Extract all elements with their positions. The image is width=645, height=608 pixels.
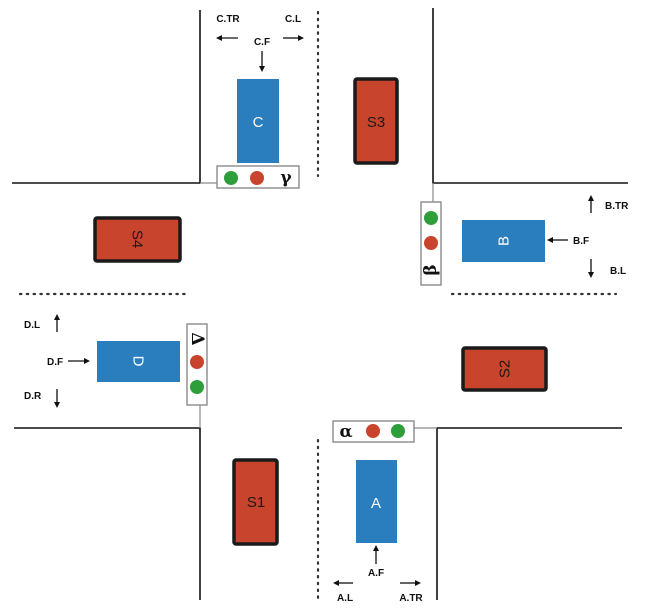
road-edge-bottom-right [436, 427, 622, 600]
lamp-red [366, 424, 380, 438]
vehicle-a-label: A [371, 495, 381, 512]
traffic-light-alpha-symbol: α [339, 422, 352, 442]
label-a-f: A.F [368, 568, 384, 579]
arrow-up-icon [54, 314, 60, 332]
sensor-s2-label: S2 [497, 360, 514, 378]
lamp-red [424, 236, 438, 250]
road-edge-top-left [12, 10, 201, 184]
label-d-l: D.L [24, 320, 40, 331]
lamp-green [424, 211, 438, 225]
vehicle-c: C [237, 79, 279, 163]
traffic-light-gamma: γ [200, 165, 300, 189]
vehicle-a: A [356, 460, 397, 543]
arrow-right-icon [400, 580, 421, 586]
traffic-light-beta: β [420, 183, 442, 286]
movements-d: D.L D.F D.R [24, 314, 90, 408]
label-b-f: B.F [573, 236, 589, 247]
movements-a: A.F A.L A.TR [333, 545, 423, 604]
lamp-green [224, 171, 238, 185]
arrow-left-icon [216, 35, 238, 41]
arrow-right-icon [283, 35, 304, 41]
road-edge-top-right [432, 8, 628, 184]
vehicle-d: D [97, 341, 180, 382]
sensor-s4-label: S4 [129, 230, 146, 248]
lamp-green [190, 380, 204, 394]
vehicle-c-label: C [253, 114, 264, 131]
arrow-up-icon [373, 545, 379, 564]
arrow-left-icon [547, 237, 568, 243]
label-b-tr: B.TR [605, 201, 629, 212]
label-c-l: C.L [285, 14, 301, 25]
lamp-red [250, 171, 264, 185]
arrow-left-icon [333, 580, 353, 586]
vehicle-d-label: D [130, 356, 147, 367]
label-c-f: C.F [254, 37, 270, 48]
movements-c: C.TR C.L C.F [216, 14, 304, 72]
lamp-red [190, 355, 204, 369]
vehicle-b: B [462, 220, 545, 262]
movements-b: B.TR B.F B.L [547, 195, 629, 278]
road-edge-bottom-left [14, 427, 201, 600]
traffic-light-delta: Δ [186, 323, 208, 428]
label-a-l: A.L [337, 593, 353, 604]
sensor-s2: S2 [461, 346, 548, 392]
arrow-down-icon [588, 259, 594, 278]
lamp-green [391, 424, 405, 438]
lane-dividers [18, 10, 618, 602]
arrow-up-icon [588, 195, 594, 213]
vehicle-b-label: B [496, 236, 513, 246]
arrow-down-icon [54, 389, 60, 408]
label-a-tr: A.TR [399, 593, 423, 604]
arrow-down-icon [259, 51, 265, 72]
traffic-light-gamma-symbol: γ [280, 168, 292, 188]
traffic-light-beta-symbol: β [421, 264, 441, 275]
sensor-s4: S4 [93, 216, 182, 263]
traffic-light-delta-symbol: Δ [187, 332, 207, 345]
traffic-light-alpha: α [332, 420, 437, 443]
sensor-s3-label: S3 [367, 114, 385, 131]
sensor-s1: S1 [232, 458, 279, 546]
label-b-l: B.L [610, 266, 626, 277]
sensor-s3: S3 [353, 77, 399, 165]
arrow-right-icon [68, 358, 90, 364]
label-d-r: D.R [24, 391, 42, 402]
road-edges [12, 8, 628, 600]
sensor-s1-label: S1 [247, 494, 265, 511]
label-c-tr: C.TR [216, 14, 240, 25]
label-d-f: D.F [47, 357, 63, 368]
